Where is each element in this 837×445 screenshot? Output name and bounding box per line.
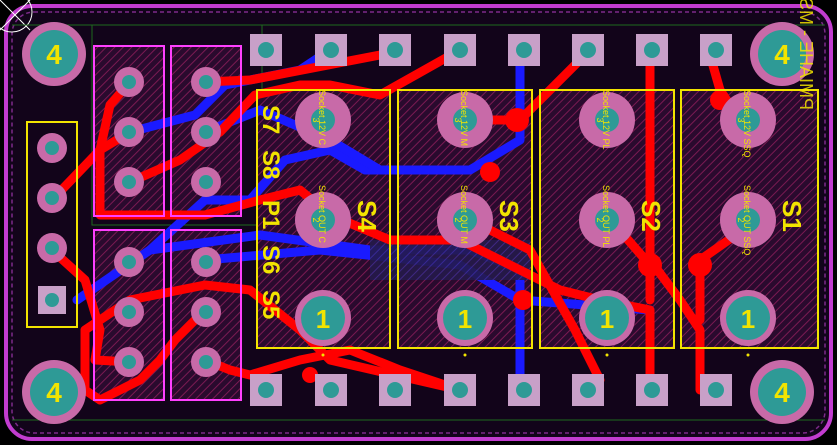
pin-3-number: 3 [736, 117, 746, 122]
edge-pad [379, 374, 411, 406]
edge-pad [636, 34, 668, 66]
pin-2-number: 2 [311, 217, 321, 222]
pin-2-number: 2 [736, 217, 746, 222]
socket-out-label: Socket OUT PL [601, 185, 611, 247]
svg-text:4: 4 [774, 377, 790, 408]
socket-12v-label: Socket 12V C [317, 90, 327, 146]
svg-text:4: 4 [46, 377, 62, 408]
jumper-pin [191, 167, 221, 197]
mounting-hole-top-right: 4 [750, 22, 814, 86]
jumper-pin [191, 347, 221, 377]
jumper-pin [114, 167, 144, 197]
jumper-pin [114, 117, 144, 147]
pin-3-number: 3 [311, 117, 321, 122]
edge-pad [379, 34, 411, 66]
pin-3-number: 3 [595, 117, 605, 122]
jumper-pin [114, 67, 144, 97]
edge-pad [315, 374, 347, 406]
module-s3-pads: 1 3 2 Socket 12V M Socket OUT M [437, 90, 493, 357]
pin-2-number: 2 [595, 217, 605, 222]
pin-1-label: 1 [316, 304, 330, 334]
jumper-pin [191, 117, 221, 147]
edge-pad [636, 374, 668, 406]
module-outlines [26, 89, 819, 349]
mounting-hole-bottom-right: 4 [750, 360, 814, 424]
label-p1: P1 [257, 200, 284, 229]
module-label-s4: S4 [352, 200, 382, 232]
jumper-pin [114, 347, 144, 377]
socket-12v-label: Socket 12V SSQ [742, 90, 752, 158]
mirrored-board-text: PMIAHE - MSE V1 [796, 0, 816, 110]
pin-1-label: 1 [458, 304, 472, 334]
mounting-hole-bottom-left: 4 [22, 360, 86, 424]
module-pads: 1 3 2 Socket 12V C Socket OUT C 1 3 2 Socket 12V… [295, 90, 776, 357]
edge-pad [572, 34, 604, 66]
jumper-pin [191, 67, 221, 97]
jumper-pin [114, 247, 144, 277]
jumper-pin [114, 297, 144, 327]
socket-12v-label: Socket 12V PL [601, 90, 611, 150]
edge-pad [700, 34, 732, 66]
socket-out-label: Socket OUT SSQ [742, 185, 752, 255]
origin-marker [0, 0, 33, 33]
jumper-pins [114, 67, 221, 377]
label-s7: S7 [257, 105, 284, 134]
socket-out-label: Socket OUT M [459, 185, 469, 244]
module-label-s1: S1 [777, 200, 807, 232]
module-label-s3: S3 [494, 200, 524, 232]
socket-out-label: Socket OUT C [317, 185, 327, 243]
edge-pad [700, 374, 732, 406]
edge-pads [250, 34, 732, 406]
module-label-s2: S2 [636, 200, 666, 232]
mounting-hole-top-left: 4 [22, 22, 86, 86]
socket-12v-label: Socket 12V M [459, 90, 469, 146]
module-s2-pads: 1 3 2 Socket 12V PL Socket OUT PL [579, 90, 635, 357]
edge-pad [444, 374, 476, 406]
svg-text:4: 4 [774, 39, 790, 70]
pin-1-label: 1 [741, 304, 755, 334]
label-s6: S6 [257, 245, 284, 274]
jumper-pin [191, 297, 221, 327]
pin-3-number: 3 [453, 117, 463, 122]
label-s8: S8 [257, 150, 284, 179]
jumper-outlines [93, 45, 242, 401]
label-s5: S5 [257, 290, 284, 319]
svg-text:4: 4 [46, 39, 62, 70]
module-s1-pads: 1 3 2 Socket 12V SSQ Socket OUT SSQ [720, 90, 776, 357]
edge-pad [250, 34, 282, 66]
edge-pad [444, 34, 476, 66]
edge-pad [508, 34, 540, 66]
edge-pad [508, 374, 540, 406]
module-s4-pads: 1 3 2 Socket 12V C Socket OUT C [295, 90, 351, 357]
module-labels: S4 S3 S2 S1 [352, 200, 807, 232]
edge-pad [572, 374, 604, 406]
header-pins [37, 133, 67, 314]
edge-pad [250, 374, 282, 406]
left-silk-labels: S7 S8 P1 S6 S5 [257, 105, 284, 319]
jumper-pin [191, 247, 221, 277]
edge-pad [315, 34, 347, 66]
mounting-holes: 4 4 4 4 [22, 22, 814, 424]
pin-2-number: 2 [453, 217, 463, 222]
pin-1-label: 1 [600, 304, 614, 334]
